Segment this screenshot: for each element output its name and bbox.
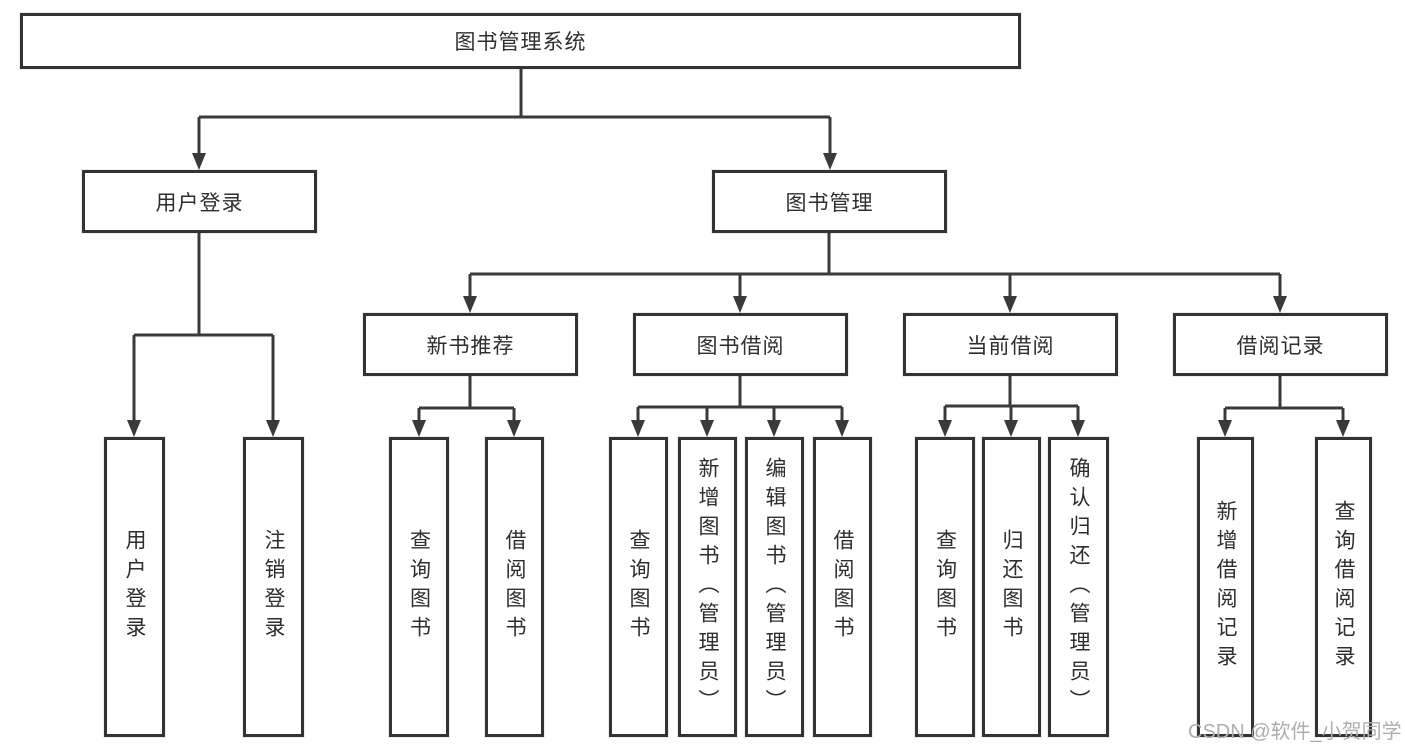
node-current-borrow: 当前借阅 — [903, 313, 1118, 376]
leaf-records-add-record-label: 新增借阅记录 — [1214, 500, 1237, 674]
leaf-borrow-edit-book-admin-label: 编辑图书（管理员） — [763, 456, 786, 718]
node-borrow-records-label: 借阅记录 — [1236, 334, 1325, 358]
leaf-records-add-record: 新增借阅记录 — [1197, 437, 1254, 737]
leaf-records-query-record-label: 查询借阅记录 — [1332, 500, 1355, 674]
leaf-current-confirm-return-admin-label: 确认归还（管理员） — [1067, 456, 1090, 718]
node-root-label: 图书管理系统 — [454, 31, 587, 54]
leaf-borrow-borrow-book: 借阅图书 — [813, 437, 872, 737]
leaf-current-confirm-return-admin: 确认归还（管理员） — [1048, 437, 1109, 737]
node-book-management: 图书管理 — [712, 170, 947, 233]
node-book-borrow-label: 图书借阅 — [696, 334, 785, 358]
leaf-logout: 注销登录 — [243, 437, 304, 737]
leaf-current-query-book: 查询图书 — [915, 437, 975, 737]
leaf-recommend-borrow-book-label: 借阅图书 — [503, 529, 526, 645]
node-book-borrow: 图书借阅 — [633, 313, 848, 376]
leaf-borrow-add-book-admin-label: 新增图书（管理员） — [696, 456, 719, 718]
leaf-borrow-edit-book-admin: 编辑图书（管理员） — [745, 437, 804, 737]
node-root: 图书管理系统 — [20, 13, 1021, 69]
leaf-borrow-add-book-admin: 新增图书（管理员） — [678, 437, 737, 737]
leaf-recommend-query-book-label: 查询图书 — [407, 529, 431, 645]
leaf-current-query-book-label: 查询图书 — [933, 529, 957, 645]
node-user-login-label: 用户登录 — [155, 191, 244, 215]
node-book-management-label: 图书管理 — [785, 191, 874, 215]
watermark: CSDN @软件_小贺同学 — [1188, 721, 1402, 743]
leaf-recommend-query-book: 查询图书 — [389, 437, 449, 737]
node-current-borrow-label: 当前借阅 — [966, 334, 1055, 358]
leaf-current-return-book: 归还图书 — [982, 437, 1041, 737]
node-borrow-records: 借阅记录 — [1173, 313, 1388, 376]
node-new-book-recommend-label: 新书推荐 — [426, 334, 515, 358]
leaf-user-login-label: 用户登录 — [123, 529, 146, 645]
node-user-login: 用户登录 — [82, 170, 317, 233]
leaf-recommend-borrow-book: 借阅图书 — [485, 437, 544, 737]
leaf-borrow-query-book-label: 查询图书 — [627, 529, 650, 645]
leaf-logout-label: 注销登录 — [262, 529, 285, 645]
leaf-borrow-borrow-book-label: 借阅图书 — [831, 529, 854, 645]
leaf-current-return-book-label: 归还图书 — [1000, 529, 1023, 645]
leaf-borrow-query-book: 查询图书 — [609, 437, 668, 737]
leaf-user-login: 用户登录 — [104, 437, 165, 737]
leaf-records-query-record: 查询借阅记录 — [1315, 437, 1372, 737]
node-new-book-recommend: 新书推荐 — [363, 313, 578, 376]
